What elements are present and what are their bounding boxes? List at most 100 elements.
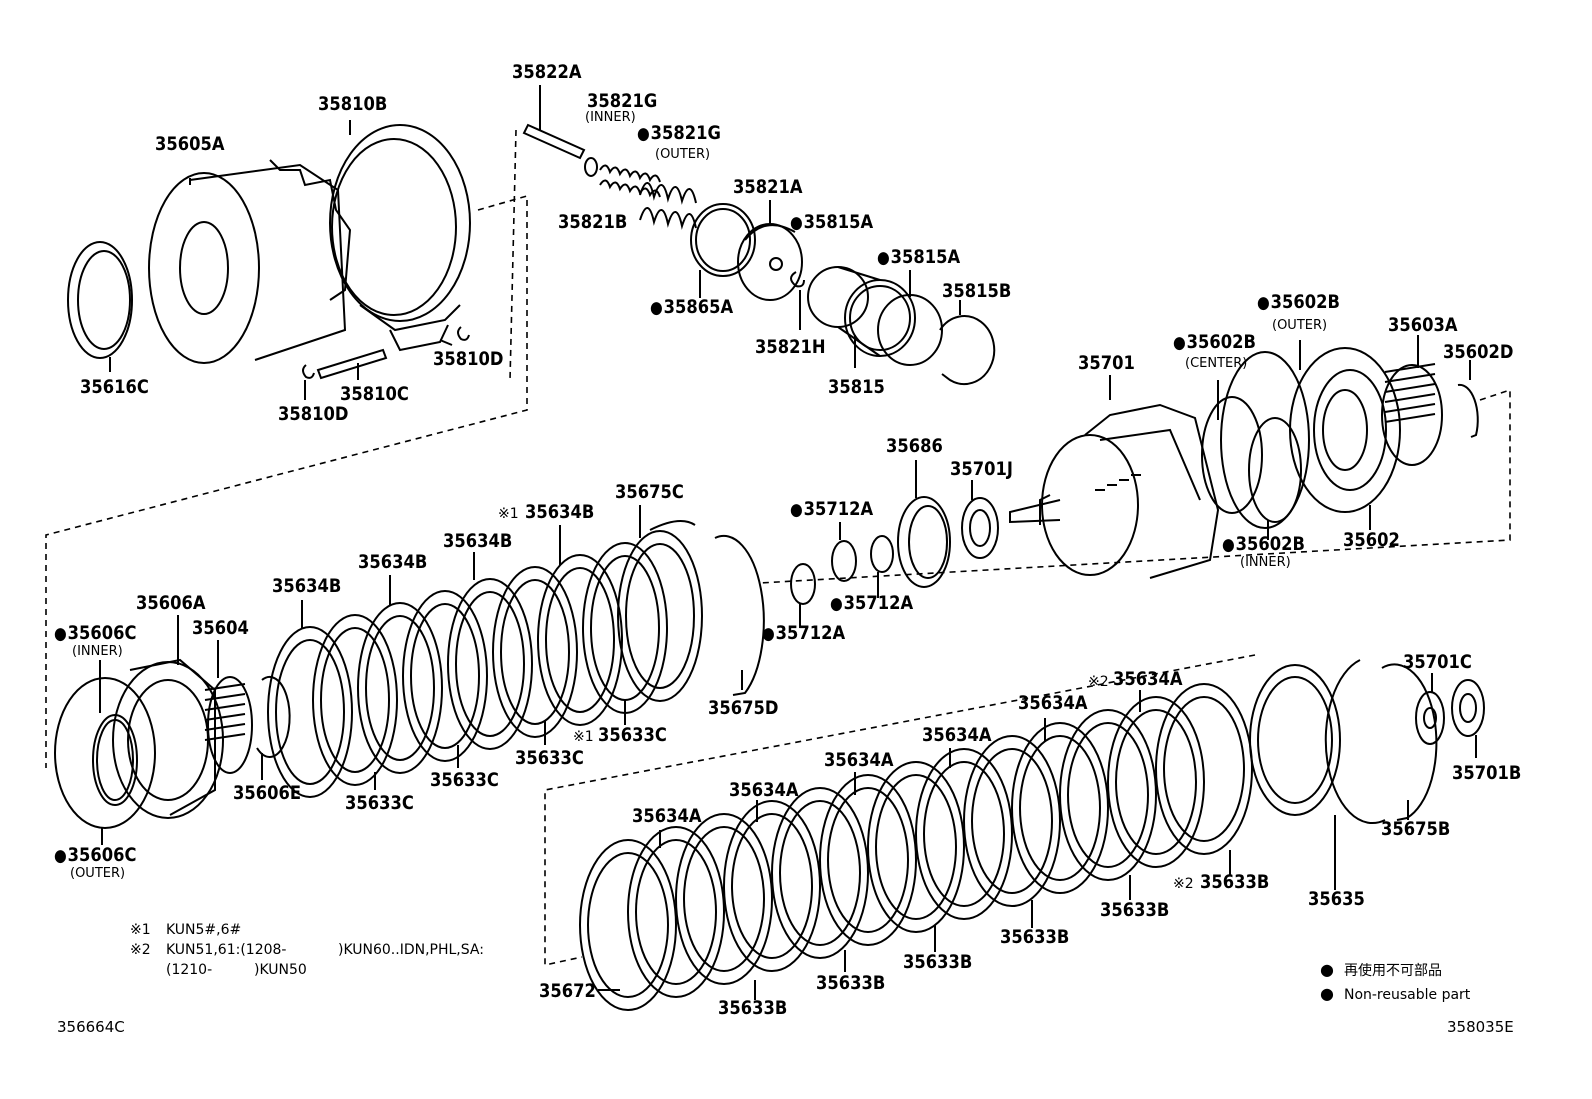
label-35821B: 35821B: [558, 211, 628, 233]
part-35635-plate: [1249, 664, 1341, 890]
part-35810B-band: [329, 120, 471, 352]
label-35701J: 35701J: [950, 458, 1013, 480]
mark-2-a: ※2: [1088, 674, 1109, 690]
legend-jp: ●再使用不可部品: [1320, 960, 1442, 979]
label-35712A-a: 35712A: [790, 500, 873, 519]
note-3-text-b: )KUN50: [254, 962, 307, 978]
label-35633C-2: 35633C: [515, 747, 584, 769]
legend-en: ●Non-reusable part: [1320, 984, 1471, 1003]
note-3-text: (1210-: [166, 962, 213, 978]
label-center: (CENTER): [1185, 356, 1248, 371]
part-35602B-inner: [1248, 417, 1302, 540]
mark-1-a: ※1: [498, 506, 519, 522]
part-35701J-bearing: [961, 480, 999, 559]
part-35602B-outer: [1220, 340, 1310, 529]
label-35815B: 35815B: [942, 280, 1012, 302]
part-35822A-rod: [522, 85, 586, 160]
label-35634A-4: 35634A: [824, 749, 894, 771]
label-35633B-3: 35633B: [1000, 926, 1070, 948]
part-35634A-35633B-pack: [579, 683, 1253, 1011]
note-2-mark: ※2: [130, 942, 151, 958]
part-35602B-center: [1201, 380, 1263, 514]
part-35606C-seals: [54, 660, 156, 845]
label-35633B-2: 35633B: [1100, 899, 1170, 921]
label-35633B-1: 35633B: [1200, 871, 1270, 893]
label-35606E: 35606E: [233, 782, 302, 804]
label-35675D: 35675D: [708, 697, 779, 719]
part-35675B-snapring: [1324, 659, 1438, 825]
label-35701C: 35701C: [1403, 651, 1472, 673]
label-35810B: 35810B: [318, 93, 388, 115]
part-35815A-seal: [877, 270, 943, 366]
part-35606A-piston: [112, 615, 224, 819]
label-35815A-a: 35815A: [790, 213, 873, 232]
label-35616C: 35616C: [80, 376, 149, 398]
part-35602-piston: [1289, 347, 1401, 530]
label-outer: (OUTER): [655, 147, 711, 162]
part-35616C-washer: [67, 241, 133, 372]
part-35602D-snapring: [1457, 360, 1479, 438]
label-35634A-3: 35634A: [922, 724, 992, 746]
part-35603A-spring: [1381, 335, 1443, 466]
part-35604-spring: [204, 640, 253, 774]
label-inner-3: (INNER): [72, 644, 123, 659]
part-35701-drum: [1009, 375, 1220, 579]
label-inner-2: (INNER): [1240, 555, 1291, 570]
label-35634A-2: 35634A: [1018, 692, 1088, 714]
part-35865A-oring: [690, 203, 756, 298]
label-35634B-3: 35634B: [358, 551, 428, 573]
label-35606A: 35606A: [136, 592, 206, 614]
label-35605A: 35605A: [155, 133, 225, 155]
label-35822A: 35822A: [512, 61, 582, 83]
group-outline-bottom: [544, 654, 1256, 966]
label-35634B-4: 35634B: [272, 575, 342, 597]
part-35686-race: [897, 460, 951, 588]
label-35633C-3: 35633C: [430, 769, 499, 791]
note-1-mark: ※1: [130, 922, 151, 938]
mark-1-b: ※1: [573, 729, 594, 745]
label-35810C: 35810C: [340, 383, 409, 405]
label-35633B-5: 35633B: [816, 972, 886, 994]
label-35602D: 35602D: [1443, 341, 1514, 363]
label-35603A: 35603A: [1388, 314, 1458, 336]
label-35701B: 35701B: [1452, 762, 1522, 784]
group-outline-top: [45, 129, 1511, 768]
figure-code-left: 356664C: [57, 1018, 125, 1036]
part-35821G-spring-outer: [639, 182, 697, 230]
label-35815: 35815: [828, 376, 885, 398]
part-35634B-35633C-pack: [267, 505, 703, 798]
label-35672: 35672: [539, 980, 596, 1002]
label-35686: 35686: [886, 435, 943, 457]
part-35701B-bearing: [1451, 679, 1485, 758]
mark-2-b: ※2: [1173, 876, 1194, 892]
label-35633B-4: 35633B: [903, 951, 973, 973]
note-2-text-b: )KUN60..IDN,PHL,SA:: [338, 942, 484, 958]
legend-dot-icon: ●: [1320, 960, 1334, 979]
label-35634B-2: 35634B: [443, 530, 513, 552]
label-35633C-1: 35633C: [598, 724, 667, 746]
label-35675B: 35675B: [1381, 818, 1451, 840]
part-35821H-clip: [790, 271, 805, 330]
part-35701C-washer: [1415, 673, 1445, 745]
label-35634A-6: 35634A: [632, 805, 702, 827]
label-outer-2: (OUTER): [1272, 318, 1328, 333]
part-35810C-pin: [302, 326, 470, 400]
label-35821A: 35821A: [733, 176, 803, 198]
part-35606E-snapring: [256, 675, 291, 780]
label-inner: (INNER): [585, 110, 636, 125]
label-35635: 35635: [1308, 888, 1365, 910]
part-35675D-snapring: [714, 534, 765, 696]
label-35634A-5: 35634A: [729, 779, 799, 801]
label-35821G-outer: 35821G: [637, 124, 721, 143]
label-35602B-center: 35602B: [1173, 333, 1256, 352]
label-35633C-4: 35633C: [345, 792, 414, 814]
label-35712A-b: 35712A: [830, 594, 913, 613]
label-35675C: 35675C: [615, 481, 684, 503]
label-35602B-inner: 35602B: [1222, 535, 1305, 554]
legend-dot-icon-2: ●: [1320, 984, 1334, 1003]
label-35821G-inner: 35821G: [587, 90, 658, 112]
label-35604: 35604: [192, 617, 249, 639]
part-35815-piston: [807, 266, 916, 368]
label-outer-3: (OUTER): [70, 866, 126, 881]
